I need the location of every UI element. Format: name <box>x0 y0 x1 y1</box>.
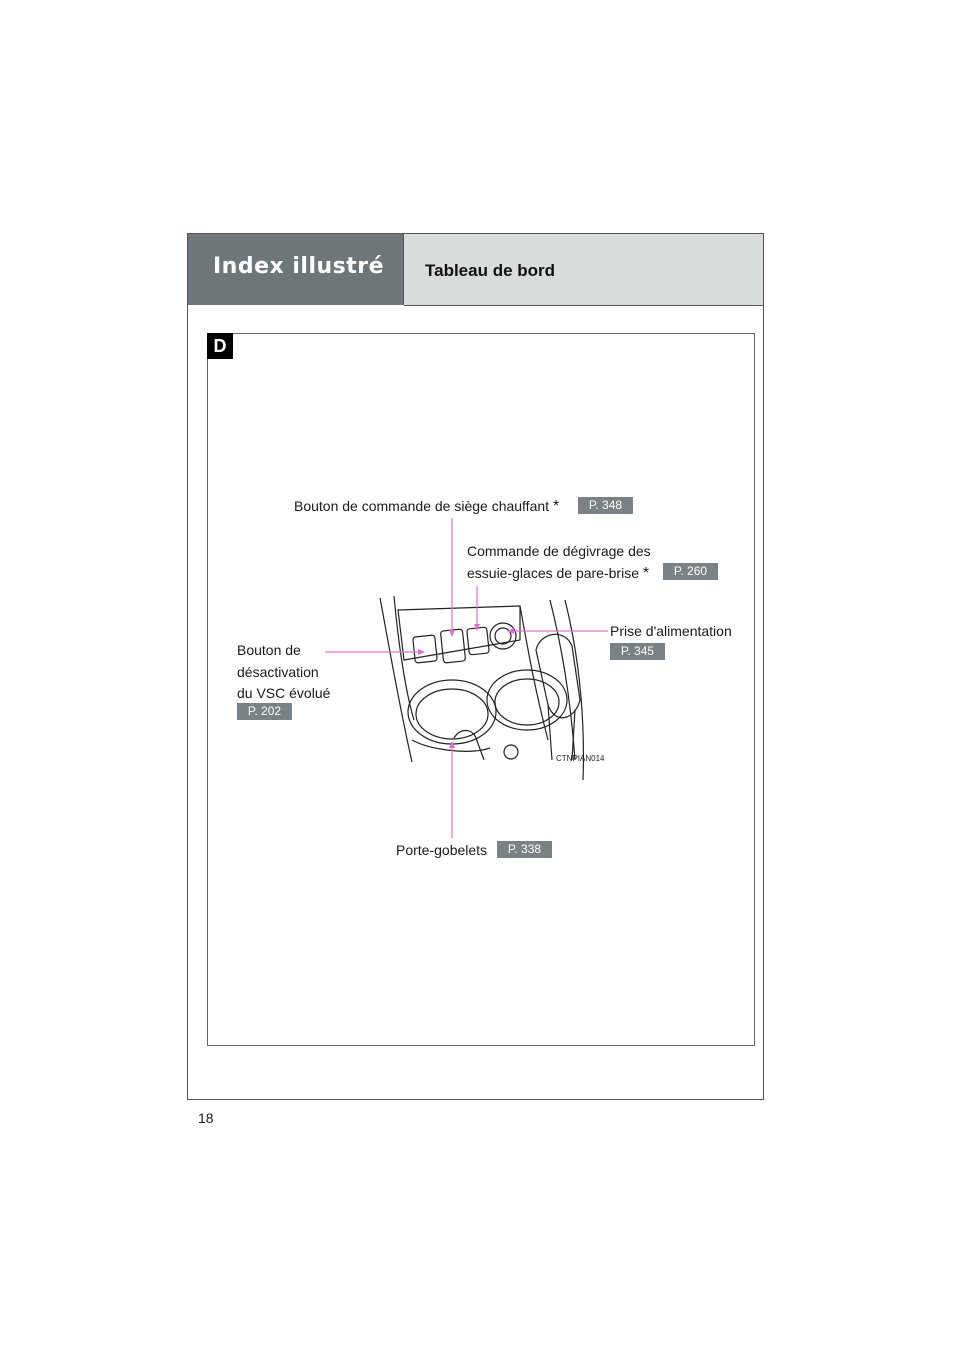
page-frame <box>187 233 764 1100</box>
seat-heater-label: Bouton de commande de siège chauffant * <box>294 498 560 515</box>
section-title: Index illustré <box>213 254 385 279</box>
figure-box <box>207 333 755 1046</box>
seat-heater-page-ref[interactable]: P. 348 <box>578 497 633 514</box>
wiper-deicer-label-line1: Commande de dégivrage des <box>467 543 651 559</box>
wiper-deicer-label-line2: essuie-glaces de pare-brise * <box>467 565 650 582</box>
cup-holders-label: Porte-gobelets <box>396 842 488 858</box>
page-title: Tableau de bord <box>425 261 556 280</box>
power-outlet-label: Prise d'alimentation <box>610 623 732 639</box>
section-header: Index illustré <box>188 234 404 305</box>
vsc-off-label-line3: du VSC évolué <box>237 685 331 701</box>
vsc-off-label-line1: Bouton de <box>237 642 301 658</box>
drawing-code: CTNPIAN014 <box>556 754 605 763</box>
figure-tag: D <box>207 333 233 359</box>
page-header: Tableau de bord <box>404 234 763 306</box>
wiper-deicer-page-ref[interactable]: P. 260 <box>663 563 718 580</box>
vsc-off-page-ref[interactable]: P. 202 <box>237 703 292 720</box>
page-number: 18 <box>198 1110 214 1126</box>
power-outlet-page-ref[interactable]: P. 345 <box>610 643 665 660</box>
vsc-off-label-line2: désactivation <box>237 664 319 680</box>
cup-holders-page-ref[interactable]: P. 338 <box>497 841 552 858</box>
